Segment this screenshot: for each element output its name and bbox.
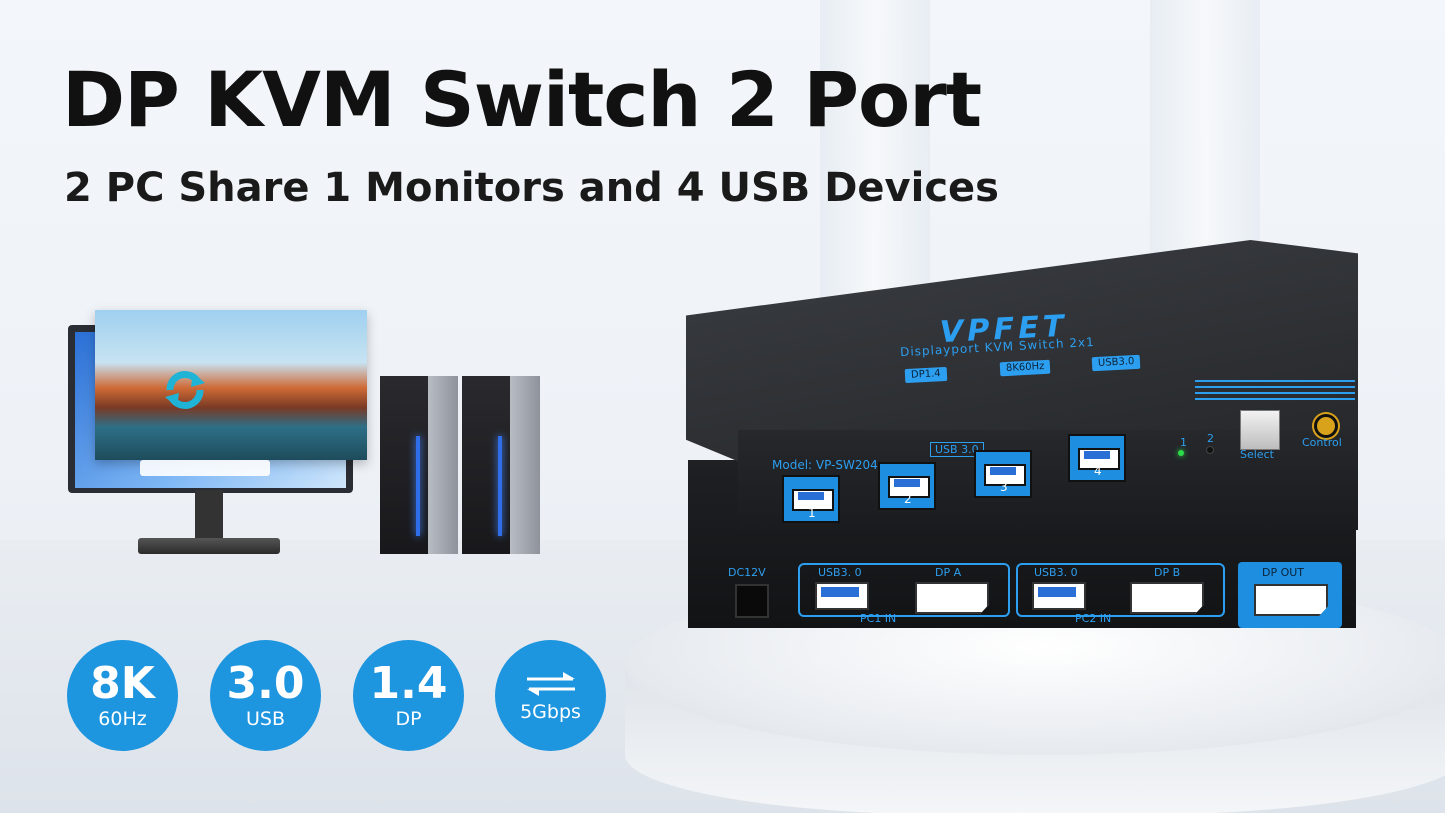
monitor-base [138, 538, 280, 554]
dp-out-port [1254, 584, 1328, 616]
control-port [1314, 414, 1338, 438]
page-title: DP KVM Switch 2 Port [62, 55, 982, 144]
control-label: Control [1302, 436, 1342, 449]
usb-port-1 [782, 475, 840, 523]
pc2-dp-port [1130, 582, 1204, 614]
usb-port-number: 4 [1094, 464, 1102, 478]
badge-caption: 60Hz [98, 708, 147, 730]
spec-pill: USB3.0 [1091, 354, 1141, 372]
badge-speed: 5Gbps [495, 640, 606, 751]
pc2-input-group [1016, 563, 1225, 617]
landscape-photo [95, 310, 367, 460]
pc-tower-2 [462, 376, 540, 554]
dc-power-port [735, 584, 769, 618]
select-label: Select [1240, 448, 1274, 461]
bidirectional-arrows-icon [526, 672, 575, 696]
spec-pill: DP1.4 [904, 366, 947, 384]
select-button[interactable] [1240, 410, 1280, 450]
usb-port-4 [1068, 434, 1126, 482]
monitor-stand [195, 490, 223, 540]
dp-out-label: DP OUT [1262, 566, 1305, 579]
badge-caption: 5Gbps [520, 701, 581, 723]
model-number: Model: VP-SW204 [772, 458, 878, 472]
led-indicator-2 [1206, 446, 1214, 454]
pc1-input-group [798, 563, 1010, 617]
pc1-usb-label: USB3. 0 [818, 566, 862, 579]
led-label-2: 2 [1207, 432, 1214, 445]
pc-tower-1 [380, 376, 458, 554]
badge-dp: 1.4 DP [353, 640, 464, 751]
badge-value: 3.0 [226, 658, 305, 709]
pc1-dp-port [915, 582, 989, 614]
pc2-usb-label: USB3. 0 [1034, 566, 1078, 579]
pc2-in-label: PC2 IN [1075, 612, 1112, 625]
badge-value: 8K [90, 658, 155, 709]
usb-port-number: 3 [1000, 480, 1008, 494]
usb-port-number: 1 [808, 506, 816, 520]
pc1-usb-port [815, 582, 869, 610]
badge-8k: 8K 60Hz [67, 640, 178, 751]
sync-icon [165, 370, 205, 410]
pc2-usb-port [1032, 582, 1086, 610]
dc-label: DC12V [728, 566, 766, 579]
usb-tag: USB 3.0 [930, 442, 984, 457]
page-subtitle: 2 PC Share 1 Monitors and 4 USB Devices [64, 165, 999, 211]
pc1-in-label: PC1 IN [860, 612, 897, 625]
usb-port-3 [974, 450, 1032, 498]
badge-value: 1.4 [369, 658, 448, 709]
usb-port-number: 2 [904, 492, 912, 506]
badge-caption: USB [245, 708, 285, 730]
spec-pill: 8K60Hz [999, 359, 1051, 377]
badge-caption: DP [395, 708, 422, 730]
pc2-dp-label: DP B [1154, 566, 1181, 579]
pc1-dp-label: DP A [935, 566, 962, 579]
decorative-stripes [1195, 380, 1355, 400]
usb-port-2 [878, 462, 936, 510]
badge-usb: 3.0 USB [210, 640, 321, 751]
led-label-1: 1 [1180, 436, 1187, 449]
led-indicator-1 [1178, 450, 1184, 456]
monitor-taskbar [140, 460, 270, 476]
